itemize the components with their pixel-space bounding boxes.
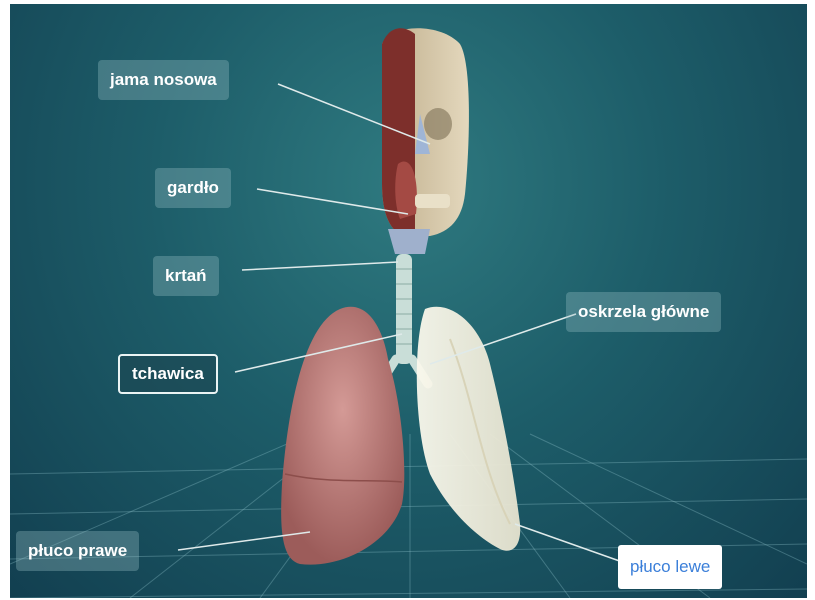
label-jama-nosowa[interactable]: jama nosowa [98, 60, 229, 100]
right-lung-model[interactable] [281, 307, 404, 565]
label-pluco-lewe[interactable]: płuco lewe [618, 545, 722, 589]
label-gardlo[interactable]: gardło [155, 168, 231, 208]
label-pluco-prawe[interactable]: płuco prawe [16, 531, 139, 571]
anatomy-viewport[interactable]: jama nosowa gardło krtań tchawica oskrze… [10, 4, 807, 598]
label-krtan[interactable]: krtań [153, 256, 219, 296]
label-oskrzela-glowne[interactable]: oskrzela główne [566, 292, 721, 332]
skull-model[interactable] [382, 28, 469, 254]
label-tchawica[interactable]: tchawica [118, 354, 218, 394]
